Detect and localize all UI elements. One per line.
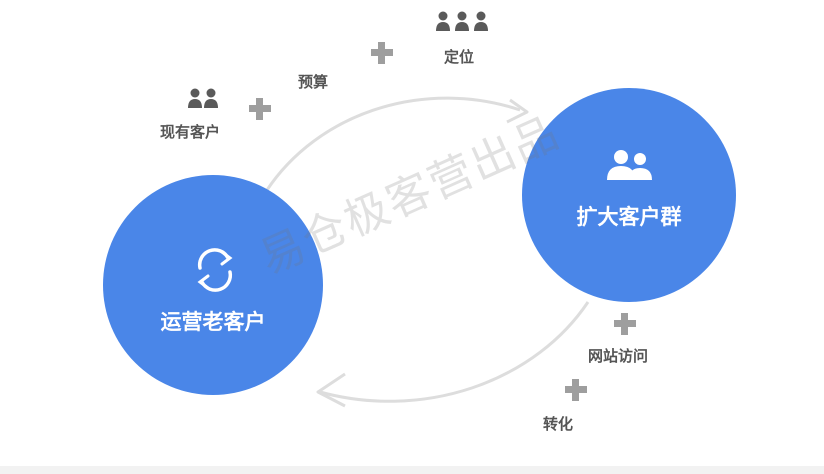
- left-circle-title: 运营老客户: [160, 310, 266, 334]
- bottom-strip: [0, 466, 824, 474]
- top-arc-arrowhead: [506, 98, 529, 124]
- two-people-icon: [188, 88, 218, 108]
- plus-icon: [614, 313, 636, 335]
- factor-label-positioning: 定位: [444, 48, 475, 66]
- factor-label-website-visits: 网站访问: [588, 347, 649, 365]
- plus-icon: [565, 379, 587, 401]
- users-icon: [607, 150, 652, 180]
- plus-icon: [249, 98, 271, 120]
- factor-label-budget: 预算: [298, 73, 329, 91]
- factor-label-existing-customers: 现有客户: [160, 123, 221, 141]
- factor-label-conversion: 转化: [543, 415, 574, 433]
- bottom-arc: [319, 301, 590, 403]
- right-circle: [522, 88, 736, 302]
- bottom-arc-arrowhead: [316, 372, 346, 408]
- top-arc: [260, 96, 521, 199]
- three-people-icon: [436, 11, 488, 31]
- plus-icon: [371, 42, 393, 64]
- refresh-icon: [197, 248, 233, 292]
- left-circle: [103, 175, 323, 395]
- right-circle-title: 扩大客户群: [576, 205, 682, 229]
